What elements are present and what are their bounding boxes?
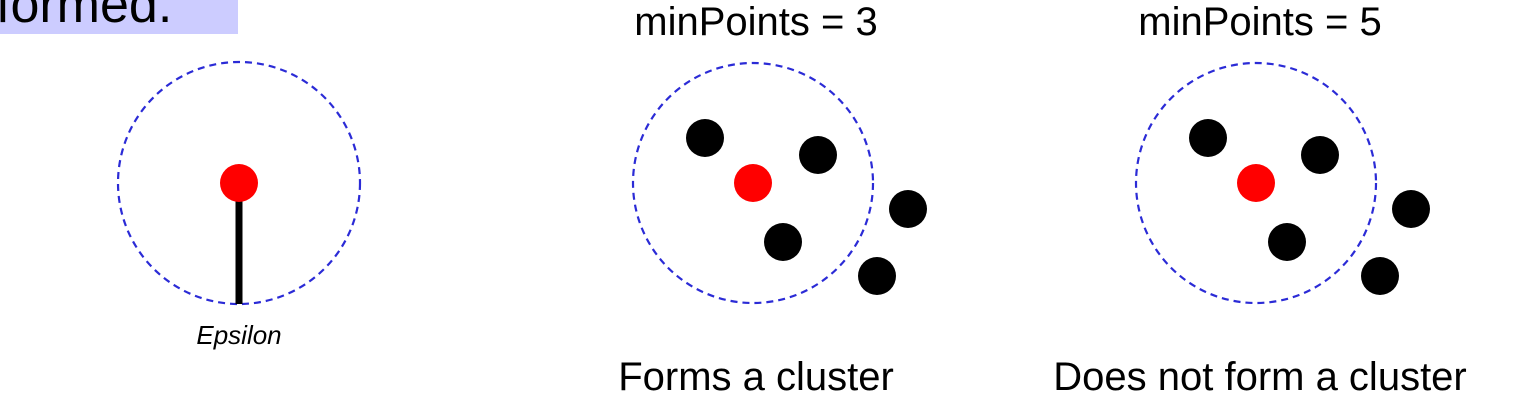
core-point [220,164,258,202]
epsilon-label: Epsilon [196,320,281,350]
heading-text: formed. [0,0,172,34]
neighbor-point [764,223,802,261]
outside-point [1392,190,1430,228]
neighbor-point [1301,136,1339,174]
heading-fragment: formed. [0,0,238,34]
neighbor-point [1189,119,1227,157]
min-points-3-panel: minPoints = 3 Forms a cluster [618,0,927,399]
neighbor-point [686,119,724,157]
neighbor-point [799,136,837,174]
min-points-5-title: minPoints = 5 [1138,0,1381,44]
outside-point [858,257,896,295]
min-points-5-panel: minPoints = 5 Does not form a cluster [1053,0,1467,399]
core-point [734,164,772,202]
epsilon-neighborhood-circle [116,60,362,306]
epsilon-panel: Epsilon [116,60,362,350]
outside-point [1361,257,1399,295]
min-points-3-caption: Forms a cluster [618,355,894,399]
min-points-3-title: minPoints = 3 [634,0,877,44]
core-point [1237,164,1275,202]
neighborhood-circle [631,61,875,305]
neighborhood-circle [1134,61,1378,305]
outside-point [889,190,927,228]
min-points-5-caption: Does not form a cluster [1053,355,1467,399]
neighbor-point [1268,223,1306,261]
heading-highlight [0,0,238,34]
